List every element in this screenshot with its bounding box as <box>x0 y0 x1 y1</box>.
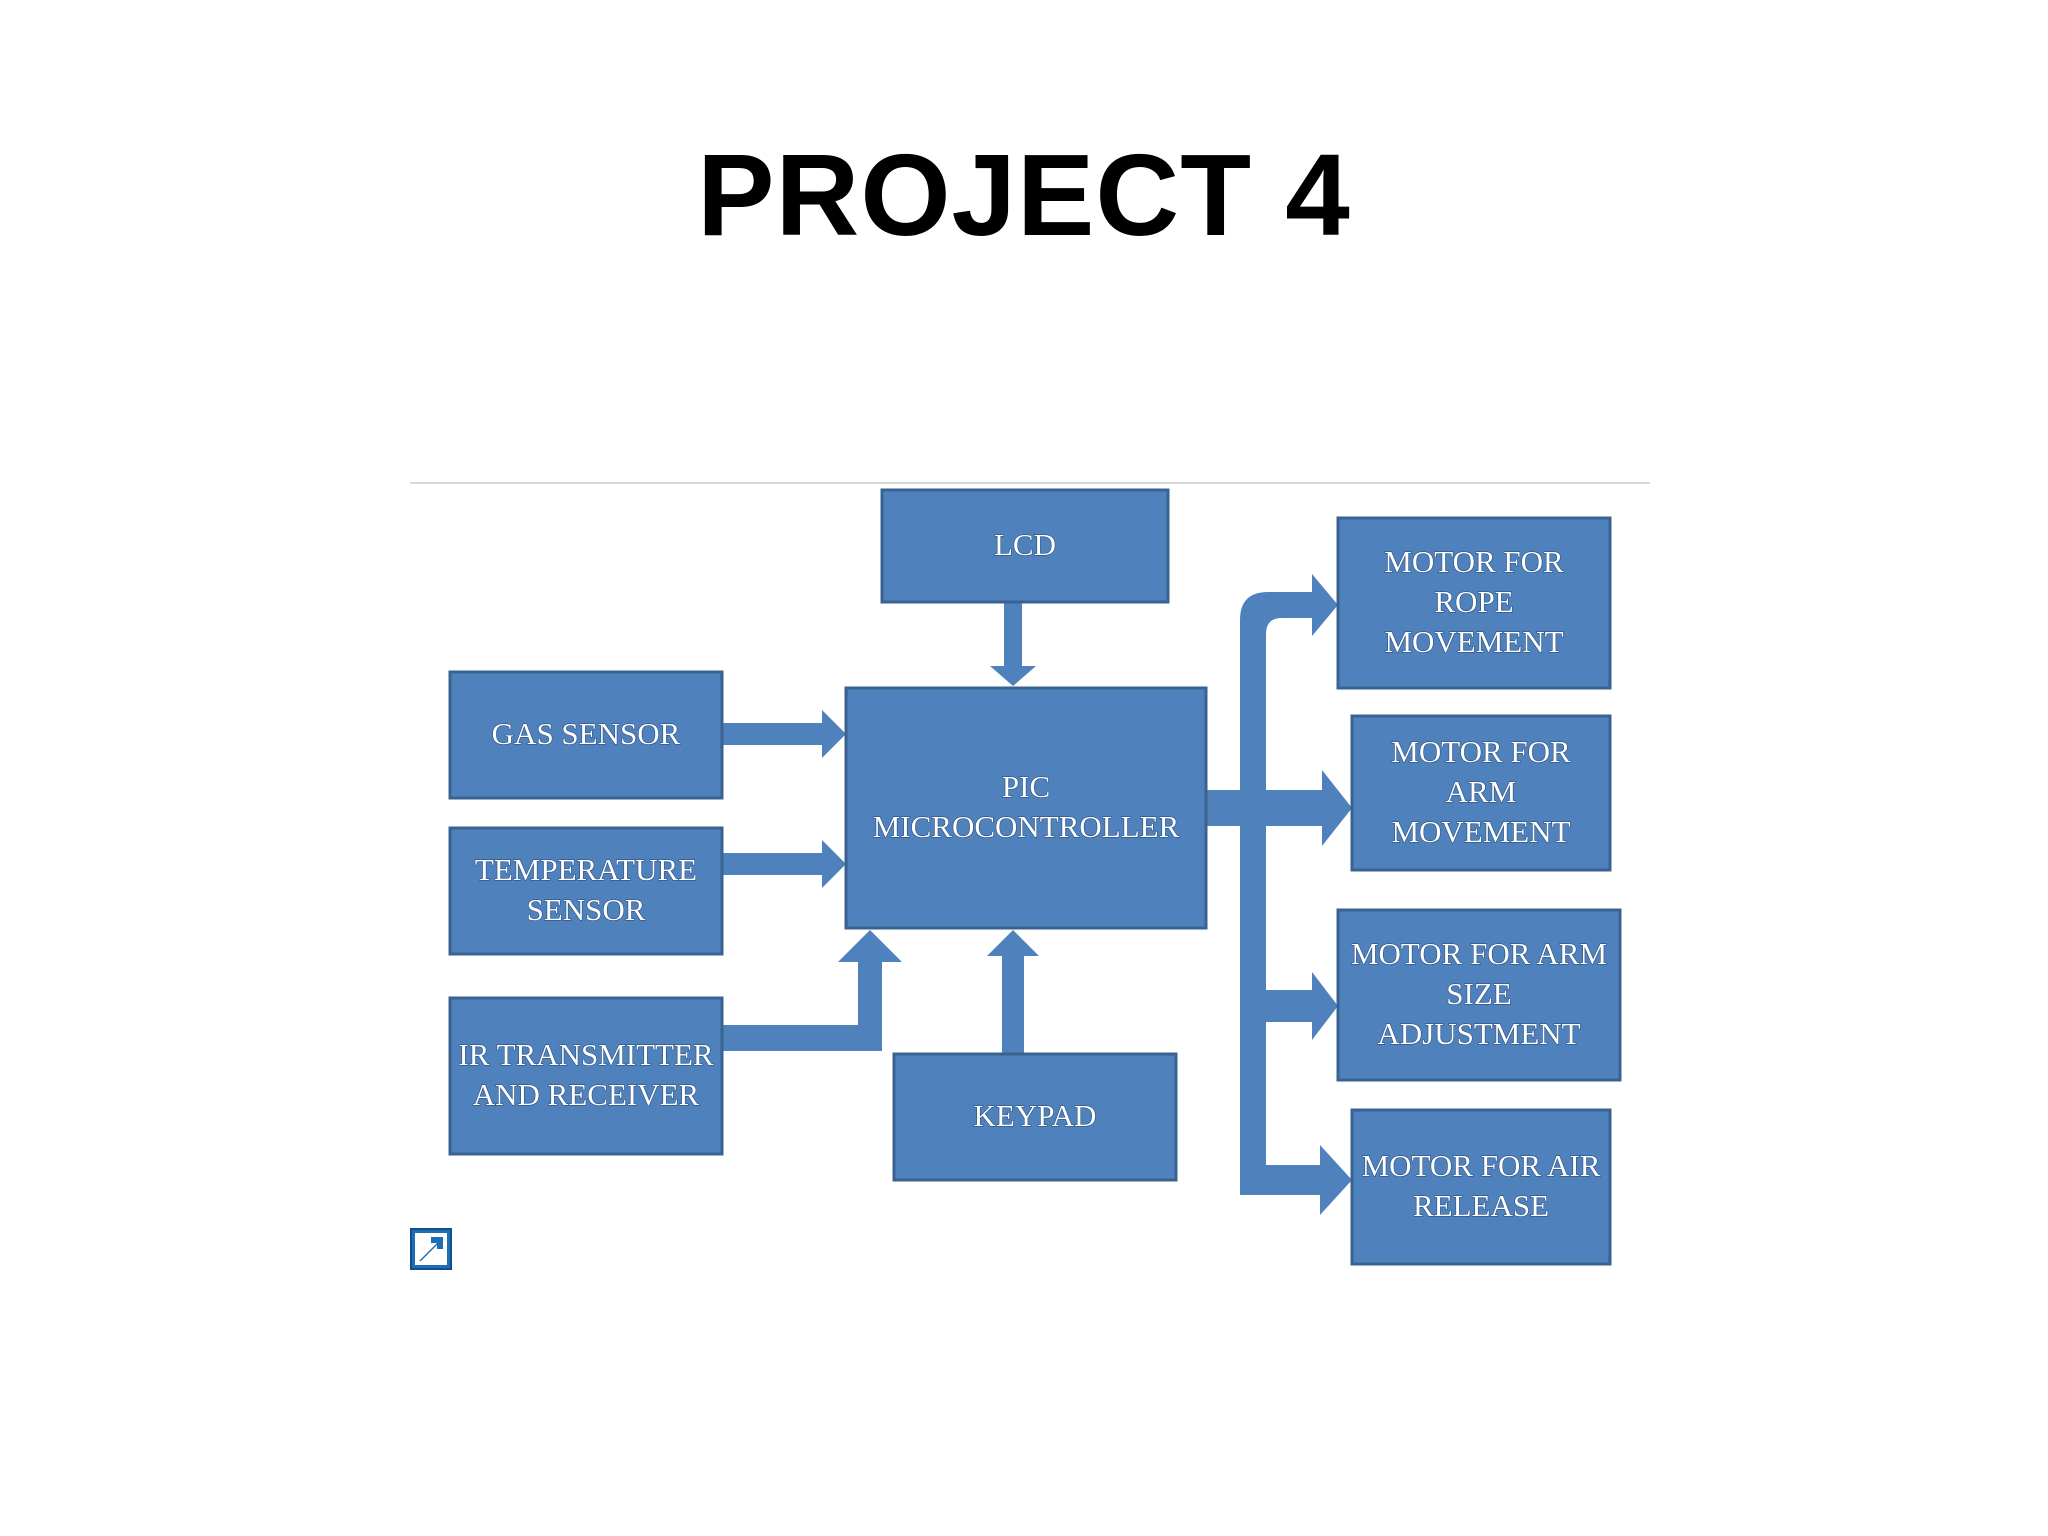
arrow-ir-to-pic <box>722 930 902 1051</box>
block-label-line: MICROCONTROLLER <box>873 809 1180 844</box>
arrow-keypad-to-pic <box>987 930 1039 1054</box>
block-label-line: SENSOR <box>527 892 646 927</box>
block-motor-arm: MOTOR FOR ARM MOVEMENT <box>1350 714 1612 872</box>
arrow-temperature-to-pic <box>722 840 846 888</box>
block-box <box>1336 908 1622 1082</box>
block-label-line: ADJUSTMENT <box>1377 1016 1580 1051</box>
arrow-to-motor-arm <box>1264 770 1352 846</box>
image-top-border <box>410 482 1650 484</box>
expand-arrow-icon[interactable] <box>410 1228 452 1270</box>
output-bus <box>1240 592 1300 1195</box>
block-label-line: MOTOR FOR AIR <box>1362 1148 1601 1183</box>
block-box <box>880 488 1170 604</box>
block-lcd: LCD <box>880 488 1170 604</box>
block-label-line: GAS SENSOR <box>492 716 681 751</box>
arrow-to-motor-arm-size <box>1266 972 1338 1040</box>
block-label-line: AND RECEIVER <box>473 1077 700 1112</box>
block-temperature-sensor: TEMPERATURE SENSOR <box>448 826 724 956</box>
block-box <box>1336 516 1612 690</box>
block-label-line: TEMPERATURE <box>475 852 697 887</box>
block-box <box>1350 714 1612 872</box>
block-label-line: LCD <box>994 527 1056 562</box>
block-label-line: MOTOR FOR <box>1384 544 1564 579</box>
block-label-line: MOVEMENT <box>1384 624 1563 659</box>
arrow-gas-to-pic <box>722 710 846 758</box>
block-motor-arm-size: MOTOR FOR ARM SIZE ADJUSTMENT <box>1336 908 1622 1082</box>
block-box <box>448 670 724 800</box>
block-label-line: MOTOR FOR <box>1391 734 1571 769</box>
connection-arrows <box>722 574 1352 1215</box>
block-pic: PIC MICROCONTROLLER <box>844 686 1208 930</box>
arrow-to-motor-rope <box>1290 574 1338 636</box>
block-motor-rope: MOTOR FOR ROPE MOVEMENT <box>1336 516 1612 690</box>
block-box <box>1350 1108 1612 1266</box>
arrow-lcd-to-pic <box>990 602 1036 686</box>
block-label-line: IR TRANSMITTER <box>458 1037 714 1072</box>
block-label-line: RELEASE <box>1413 1188 1549 1223</box>
block-label-line: KEYPAD <box>974 1098 1097 1133</box>
block-label-line: ARM <box>1446 774 1517 809</box>
block-ir: IR TRANSMITTER AND RECEIVER <box>448 996 724 1156</box>
block-box <box>892 1052 1178 1182</box>
block-gas-sensor: GAS SENSOR <box>448 670 724 800</box>
block-label-line: MOTOR FOR ARM <box>1351 936 1607 971</box>
slide-title: PROJECT 4 <box>697 130 1351 260</box>
block-box <box>448 996 724 1156</box>
block-label-line: ROPE <box>1434 584 1513 619</box>
block-label-line: MOVEMENT <box>1391 814 1570 849</box>
block-box <box>844 686 1208 930</box>
arrow-to-motor-air <box>1240 1145 1352 1215</box>
block-keypad: KEYPAD <box>892 1052 1178 1182</box>
block-label-line: SIZE <box>1446 976 1511 1011</box>
block-label-line: PIC <box>1002 769 1050 804</box>
block-box <box>448 826 724 956</box>
block-motor-air: MOTOR FOR AIR RELEASE <box>1350 1108 1612 1266</box>
